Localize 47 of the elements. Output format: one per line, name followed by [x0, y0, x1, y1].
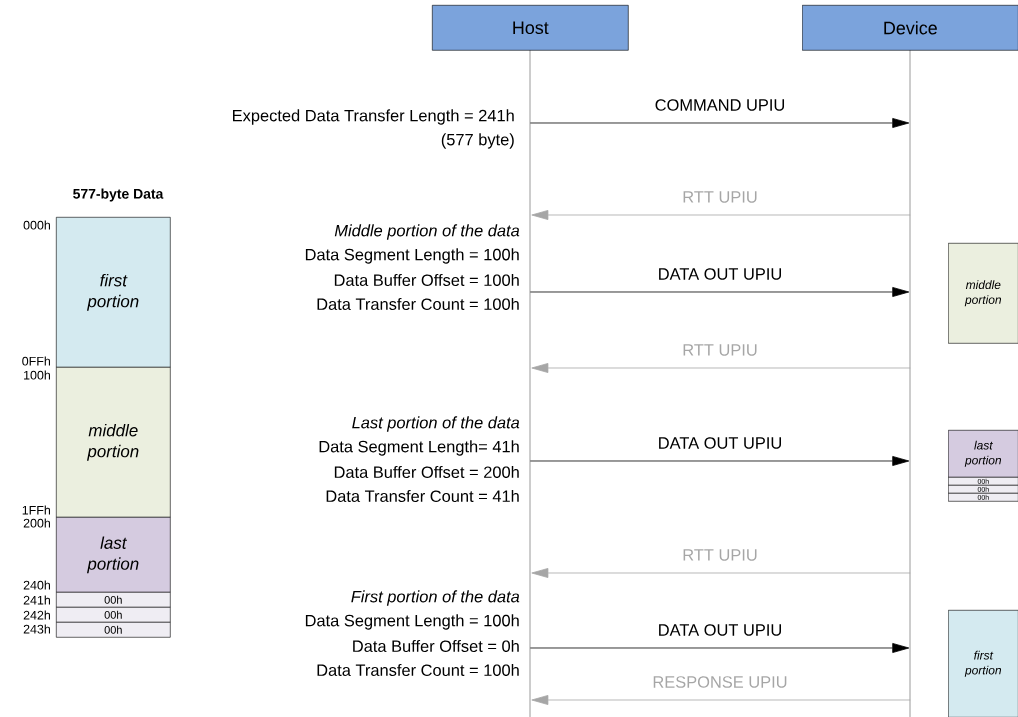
- message-label: RTT UPIU: [681, 190, 759, 204]
- field-text: Data Transfer Count = 100h: [317, 297, 519, 311]
- address-label: 242h: [23, 610, 50, 620]
- address-label: 100h: [24, 370, 50, 380]
- message-label: DATA OUT UPIU: [656, 436, 784, 450]
- memory-cell: 00h: [56, 592, 171, 608]
- message-arrow: [529, 118, 910, 128]
- annotation-text: Expected Data Transfer Length = 241h: [233, 109, 514, 125]
- memory-block: first portion: [56, 217, 171, 368]
- memory-cell: 00h: [56, 607, 171, 623]
- message-arrow: [529, 456, 910, 466]
- message-label: DATA OUT UPIU: [656, 623, 784, 637]
- annotation-text: (577 byte): [441, 133, 514, 149]
- message-arrow: [531, 568, 911, 578]
- memory-block: middle portion: [56, 367, 171, 518]
- field-text: Data Buffer Offset = 0h: [353, 639, 519, 653]
- address-label: 200h: [23, 518, 50, 528]
- field-text: Data Buffer Offset = 200h: [334, 465, 519, 479]
- section-heading: Last portion of the data: [352, 416, 520, 432]
- message-label: RESPONSE UPIU: [651, 675, 789, 689]
- field-text: Data Segment Length = 100h: [305, 248, 519, 264]
- message-label: RTT UPIU: [681, 343, 759, 357]
- heading: 577-byte Data: [73, 188, 164, 202]
- message-label: DATA OUT UPIU: [656, 267, 784, 281]
- address-label: 243h: [23, 624, 50, 634]
- field-text: Data Transfer Count = 100h: [317, 663, 519, 676]
- message-arrow: [531, 695, 911, 705]
- message-label: COMMAND UPIU: [653, 98, 787, 112]
- memory-cell: 00h: [56, 622, 171, 638]
- address-label: 240h: [23, 580, 50, 590]
- field-text: Data Segment Length= 41h: [319, 440, 519, 456]
- field-text: Data Transfer Count = 41h: [326, 489, 519, 503]
- participant-box: Host: [432, 5, 629, 51]
- section-heading: First portion of the data: [351, 590, 520, 606]
- message-arrow: [531, 210, 911, 220]
- message-arrow: [529, 287, 910, 297]
- field-text: Data Buffer Offset = 100h: [334, 273, 519, 287]
- field-text: Data Segment Length = 100h: [305, 614, 519, 630]
- section-heading: Middle portion of the data: [334, 224, 520, 240]
- participant-box: Device: [802, 5, 1018, 51]
- message-arrow: [531, 363, 911, 373]
- message-label: RTT UPIU: [681, 548, 759, 562]
- message-arrow: [529, 643, 910, 653]
- address-label: 1FFh: [22, 505, 50, 515]
- address-label: 241h: [23, 595, 50, 605]
- address-label: 0FFh: [22, 356, 50, 366]
- memory-block: last portion: [56, 517, 171, 593]
